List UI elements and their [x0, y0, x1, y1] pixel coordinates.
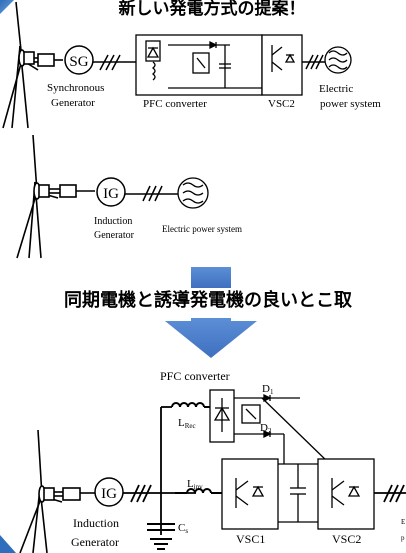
vsc1-block — [221, 458, 279, 530]
pfc-rectifier-block — [209, 389, 262, 443]
main-bus — [123, 406, 196, 535]
grid-label-line2: power system — [320, 98, 381, 110]
generator-label-line2: Generator — [51, 97, 95, 109]
linv-label: Linv — [187, 478, 203, 491]
inductor-lrec — [171, 402, 210, 408]
generator-label-line1: Induction — [94, 216, 132, 227]
generator-label-line1: Induction — [73, 516, 119, 530]
output-bus — [374, 484, 406, 503]
generator-symbol-text: IG — [103, 186, 119, 202]
wind-turbine-icon — [2, 1, 63, 129]
capacitor-cs — [147, 523, 175, 550]
three-phase-bus — [93, 54, 136, 71]
corner-decoration-bottom — [0, 535, 16, 553]
grid-source-icon — [177, 177, 209, 209]
grid-label-partial-2: p — [401, 534, 405, 542]
generator-symbol — [96, 177, 126, 207]
vsc2-label: VSC2 — [332, 532, 361, 546]
vsc2-block — [317, 458, 375, 530]
pfc-converter-block — [135, 34, 263, 96]
grid-label-partial-1: E — [401, 518, 405, 526]
three-phase-bus — [125, 185, 178, 202]
diagram-ig-system: IG Induction Generator Electric power sy… — [16, 134, 242, 259]
lrec-label: LRec — [178, 417, 196, 430]
d2-label: D2 — [260, 422, 272, 435]
d1-label: D1 — [262, 383, 274, 396]
generator-symbol — [64, 45, 94, 75]
generator-label-line2: Generator — [94, 230, 135, 241]
diagram-sg-system: SG Synchronous Generator PFC converter — [2, 1, 381, 129]
generator-symbol — [94, 477, 124, 507]
cs-label: Cs — [178, 522, 188, 535]
vsc1-label: VSC1 — [236, 532, 265, 546]
diagram-proposed-system: PFC converter IG Induction Generator — [19, 369, 406, 553]
pfc-converter-label: PFC converter — [143, 98, 207, 110]
grid-source-icon — [324, 46, 352, 74]
diode-d1 — [262, 393, 300, 403]
grid-label-line1: Electric — [319, 83, 353, 95]
generator-symbol-text: IG — [101, 486, 117, 502]
generator-symbol-text: SG — [69, 54, 88, 70]
grid-bus — [302, 54, 326, 70]
middle-caption: 同期電機と誘導発電機の良いとこ取 — [64, 289, 353, 311]
wind-turbine-icon — [16, 134, 95, 259]
grid-label: Electric power system — [162, 224, 242, 234]
pfc-title-label: PFC converter — [160, 369, 230, 383]
generator-label-line1: Synchronous — [47, 82, 104, 94]
diode-d2 — [258, 429, 284, 439]
vsc2-label: VSC2 — [268, 98, 295, 110]
arrow-shaft-top — [191, 267, 231, 288]
corner-decoration-top — [0, 0, 14, 14]
down-arrow-icon — [165, 318, 257, 358]
inductor-linv — [175, 488, 222, 494]
dc-link — [261, 397, 331, 523]
vsc2-block — [261, 34, 303, 96]
slide-title: 新しい発電方式の提案！ — [119, 0, 306, 19]
generator-label-line2: Generator — [71, 535, 119, 549]
wind-turbine-icon — [19, 429, 95, 553]
